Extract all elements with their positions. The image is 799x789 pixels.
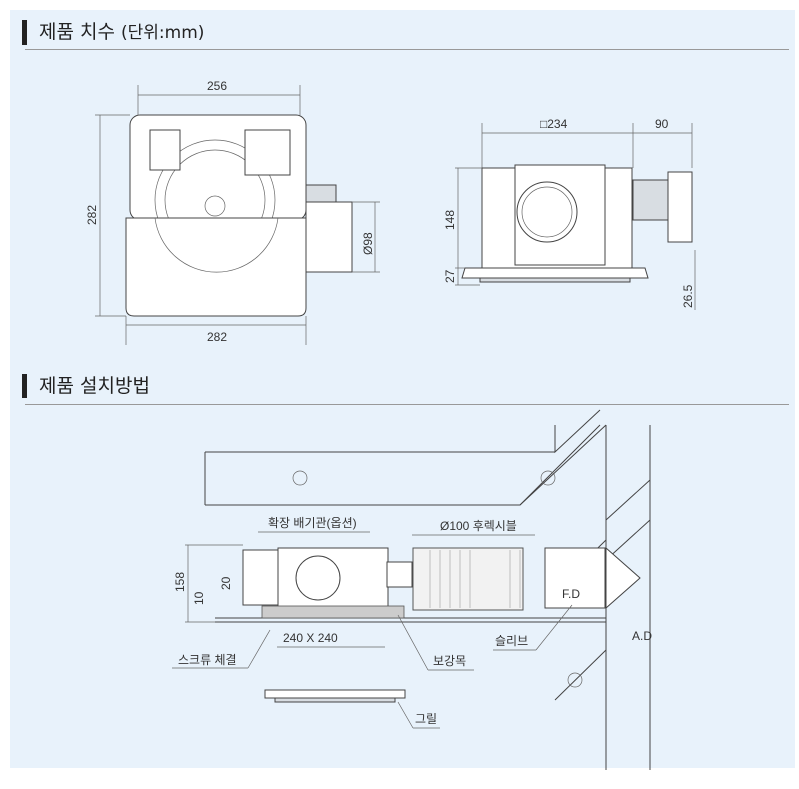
- label-fd: F.D: [562, 587, 580, 601]
- label-ad: A.D: [632, 629, 652, 643]
- label-flexible: Ø100 후렉시블: [440, 519, 517, 533]
- dim-body-height: 148: [443, 210, 457, 230]
- divider: [25, 49, 789, 50]
- dim-flange-height: 26.5: [681, 284, 695, 308]
- side-view-drawing: □234 90 148 27 26.5: [443, 117, 696, 310]
- section-title-installation: 제품 설치방법: [22, 374, 150, 398]
- label-reinforce: 보강목: [433, 654, 466, 668]
- dim-opening: 240 X 240: [283, 631, 338, 645]
- dim-width-bottom: 282: [207, 330, 227, 344]
- section-title-dimensions: 제품 치수 (단위:mm): [22, 20, 204, 45]
- label-sleeve: 슬리브: [495, 634, 528, 648]
- label-screw: 스크류 체결: [178, 653, 237, 667]
- label-ext-duct: 확장 배기관(옵션): [268, 516, 357, 530]
- title-text: 제품 치수: [39, 21, 115, 43]
- dim-body-width: □234: [540, 117, 568, 131]
- front-view-drawing: 256 282 282 Ø98: [85, 79, 380, 345]
- dim-grille-height: 27: [443, 269, 457, 283]
- unit-text: (단위:mm): [121, 23, 205, 43]
- label-grille: 그릴: [415, 712, 437, 726]
- dim-20: 20: [219, 576, 233, 590]
- divider: [25, 404, 789, 405]
- dim-duct-diameter: Ø98: [361, 232, 375, 255]
- dim-height: 282: [85, 205, 99, 225]
- dim-10: 10: [192, 591, 206, 605]
- dim-width-top: 256: [207, 79, 227, 93]
- installation-drawing: 158 10 20 240 X 240 확장 배기관(옵션) Ø100 후렉시블…: [172, 409, 652, 770]
- dim-motor-width: 90: [655, 117, 669, 131]
- dim-158: 158: [173, 572, 187, 592]
- title-text: 제품 설치방법: [39, 375, 150, 397]
